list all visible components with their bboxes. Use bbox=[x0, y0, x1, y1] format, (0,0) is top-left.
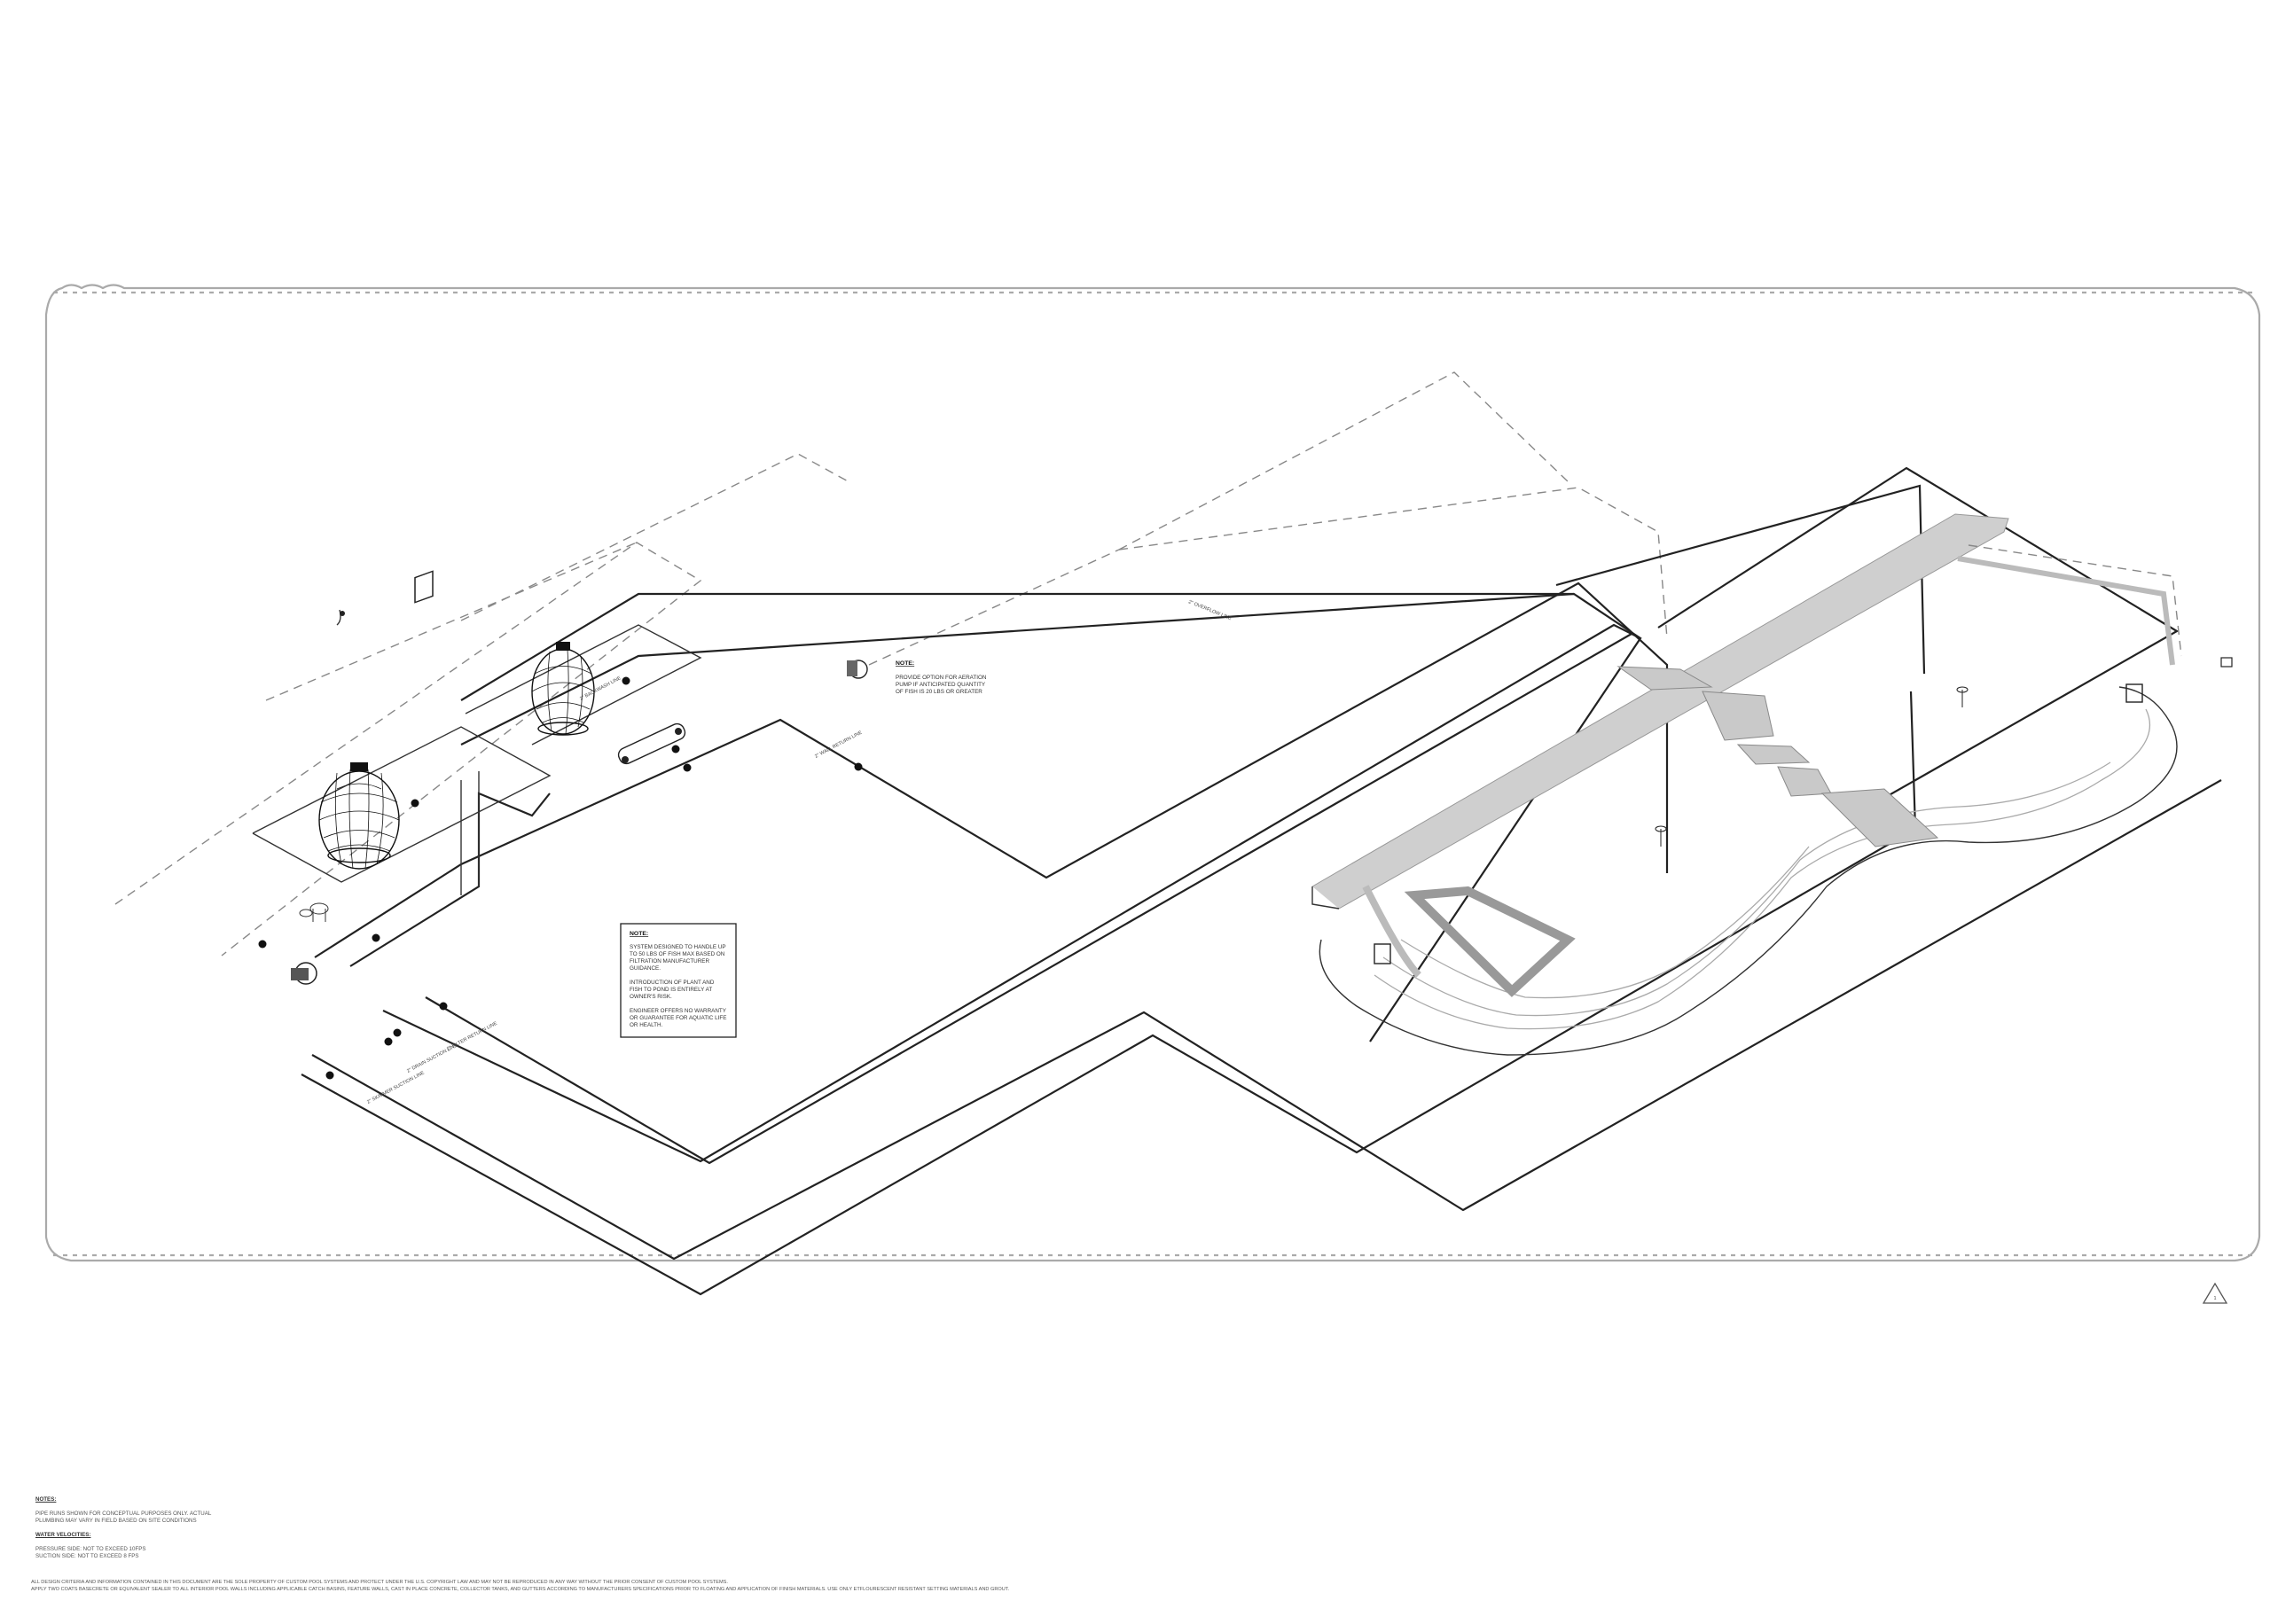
svg-text:PROVIDE OPTION FOR AERATION: PROVIDE OPTION FOR AERATION bbox=[896, 675, 987, 681]
velocity-line: SUCTION SIDE: NOT TO EXCEED 8 FPS bbox=[35, 1553, 139, 1559]
svg-text:OWNER'S RISK.: OWNER'S RISK. bbox=[630, 994, 672, 1000]
velocity-title: WATER VELOCITIES: bbox=[35, 1532, 91, 1538]
filter-vessel-right bbox=[531, 642, 595, 736]
svg-text:OR HEALTH.: OR HEALTH. bbox=[630, 1022, 663, 1028]
note-box: NOTE: SYSTEM DESIGNED TO HANDLE UP TO 50… bbox=[620, 923, 737, 1038]
skimmer-fixtures bbox=[1374, 657, 2233, 964]
svg-text:OR GUARANTEE FOR AQUATIC LIFE: OR GUARANTEE FOR AQUATIC LIFE bbox=[630, 1015, 726, 1021]
svg-text:GUIDANCE.: GUIDANCE. bbox=[630, 965, 661, 972]
pipe-label-skimmer: 2" SKIMMER SUCTION LINE bbox=[366, 1070, 426, 1105]
svg-text:INTRODUCTION OF PLANT AND: INTRODUCTION OF PLANT AND bbox=[630, 980, 715, 986]
revision-triangle: 1 bbox=[2202, 1282, 2228, 1304]
disclaimer: ALL DESIGN CRITERIA AND INFORMATION CONT… bbox=[31, 1580, 1009, 1593]
valve-markers bbox=[258, 676, 863, 1080]
svg-text:NOTE:: NOTE: bbox=[896, 660, 914, 667]
manifold bbox=[617, 722, 686, 765]
filter-vessel-left bbox=[318, 762, 400, 870]
svg-text:SYSTEM DESIGNED TO HANDLE UP: SYSTEM DESIGNED TO HANDLE UP bbox=[630, 944, 726, 950]
aeration-pump-icon bbox=[847, 660, 868, 679]
general-notes-line: PIPE RUNS SHOWN FOR CONCEPTUAL PURPOSES … bbox=[35, 1511, 212, 1517]
pipe-label-backwash: 2" BACKWASH LINE bbox=[579, 675, 622, 702]
equipment-frames bbox=[252, 624, 702, 895]
aeration-note: NOTE: PROVIDE OPTION FOR AERATION PUMP I… bbox=[896, 660, 987, 695]
pipe-labels: 2" SKIMMER SUCTION LINE 2" DRAIN SUCTION… bbox=[366, 599, 1233, 1105]
svg-text:OF FISH IS 20 LBS OR GREATER: OF FISH IS 20 LBS OR GREATER bbox=[896, 689, 982, 695]
revision-cloud bbox=[44, 284, 2261, 1262]
svg-text:NOTE:: NOTE: bbox=[630, 931, 648, 937]
svg-text:FILTRATION MANUFACTURER: FILTRATION MANUFACTURER bbox=[630, 958, 709, 964]
disclaimer-line: APPLY TWO COATS BASECRETE OR EQUIVALENT … bbox=[31, 1586, 1010, 1592]
equipment-pad-outline bbox=[114, 371, 1668, 956]
svg-text:TO 50 LBS OF FISH MAX BASED ON: TO 50 LBS OF FISH MAX BASED ON bbox=[630, 951, 725, 957]
general-notes-line: PLUMBING MAY VARY IN FIELD BASED ON SITE… bbox=[35, 1518, 197, 1524]
svg-text:1: 1 bbox=[2213, 1296, 2216, 1301]
pond-outline bbox=[1311, 513, 2182, 1056]
svg-text:FISH TO POND IS ENTIRELY AT: FISH TO POND IS ENTIRELY AT bbox=[630, 987, 712, 993]
disclaimer-line: ALL DESIGN CRITERIA AND INFORMATION CONT… bbox=[31, 1580, 728, 1585]
pump bbox=[291, 902, 329, 985]
general-notes: NOTES: PIPE RUNS SHOWN FOR CONCEPTUAL PU… bbox=[35, 1496, 211, 1560]
bench-square bbox=[1404, 886, 1576, 997]
deck-pads bbox=[1616, 666, 1939, 847]
velocity-line: PRESSURE SIDE: NOT TO EXCEED 10FPS bbox=[35, 1546, 146, 1552]
general-notes-title: NOTES: bbox=[35, 1496, 57, 1503]
pipe-runs bbox=[301, 466, 2222, 1296]
svg-text:PUMP IF ANTICIPATED QUANTITY: PUMP IF ANTICIPATED QUANTITY bbox=[896, 682, 986, 688]
controller-box bbox=[336, 570, 434, 626]
svg-text:ENGINEER OFFERS NO WARRANTY: ENGINEER OFFERS NO WARRANTY bbox=[630, 1008, 727, 1014]
